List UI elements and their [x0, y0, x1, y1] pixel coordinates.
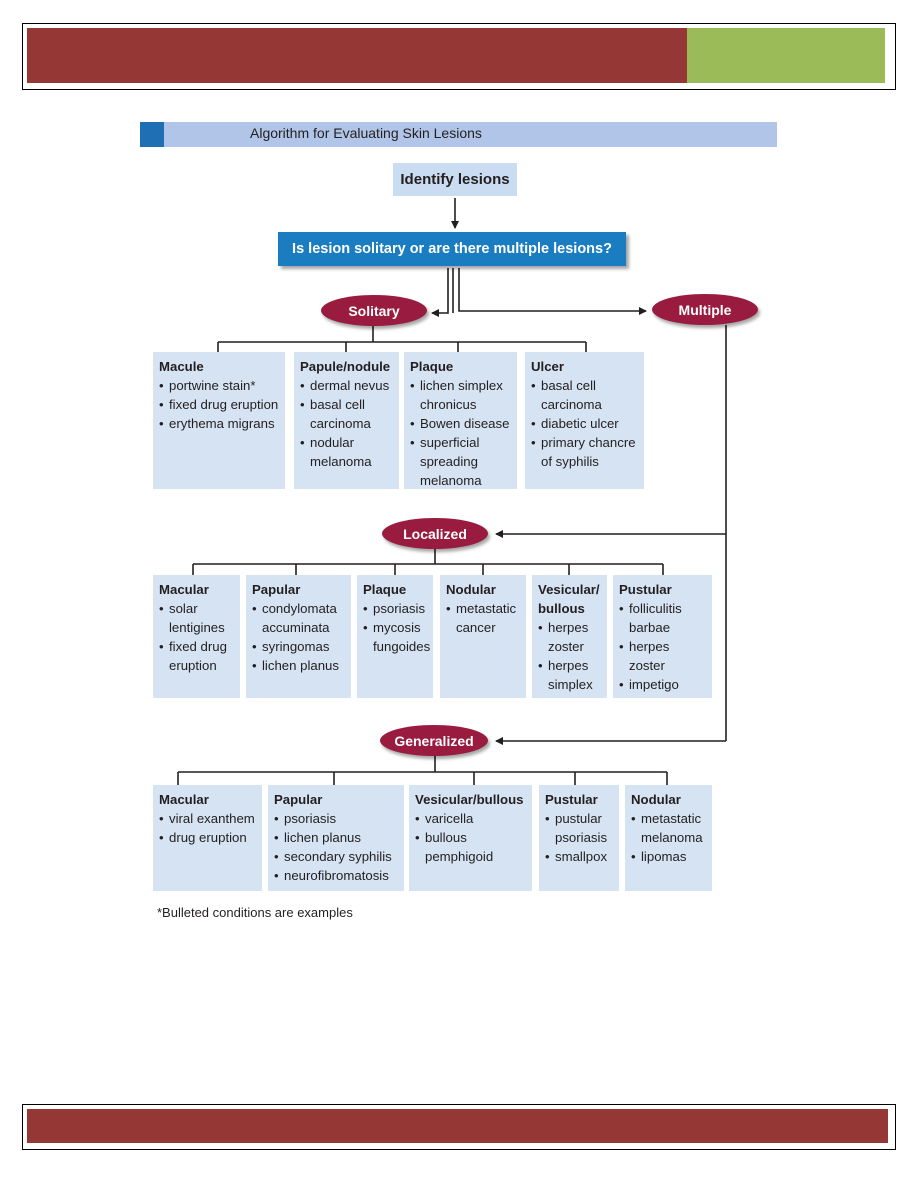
footnote: *Bulleted conditions are examples [157, 905, 353, 920]
header-green-bar [687, 28, 885, 83]
box-heading: Pustular [545, 792, 598, 807]
box-heading: Vesicular/bullous [415, 792, 524, 807]
diagram-title: Algorithm for Evaluating Skin Lesions [250, 125, 482, 141]
box-item: syringomas [252, 637, 345, 656]
box-item: viral exanthem [159, 809, 256, 828]
generalized-box-4: Pustular pustular psoriasissmallpox [539, 785, 619, 891]
box-item: lichen planus [252, 656, 345, 675]
box-item-list: solar lentiginesfixed drug eruption [159, 599, 234, 675]
box-item: herpes zoster [538, 618, 601, 656]
header-red-bar [27, 28, 687, 83]
identify-lesions-node: Identify lesions [393, 163, 517, 196]
box-item: psoriasis [363, 599, 427, 618]
box-heading: Papular [252, 582, 301, 597]
generalized-box-5: Nodular metastatic melanomalipomas [625, 785, 712, 891]
box-item-list: pustular psoriasissmallpox [545, 809, 613, 866]
box-item-list: viral exanthemdrug eruption [159, 809, 256, 847]
box-item: impetigo [619, 675, 706, 694]
box-item-list: dermal nevusbasal cell carcinomanodular … [300, 376, 393, 471]
box-item: portwine stain* [159, 376, 279, 395]
generalized-box-3: Vesicular/bullous varicellabullous pemphi… [409, 785, 532, 891]
box-item-list: basal cell carcinomadiabetic ulcerprimar… [531, 376, 638, 471]
box-item: herpes simplex [538, 656, 601, 694]
localized-box-5: Vesicular/ bullousherpes zosterherpes si… [532, 575, 607, 698]
localized-box-2: Papular condylomata accuminatasyringomasl… [246, 575, 351, 698]
box-heading: Papular [274, 792, 323, 807]
generalized-pill: Generalized [380, 725, 488, 756]
box-item: diabetic ulcer [531, 414, 638, 433]
box-item: varicella [415, 809, 526, 828]
box-item: metastatic melanoma [631, 809, 706, 847]
box-item: basal cell carcinoma [531, 376, 638, 414]
box-item-list: varicellabullous pemphigoid [415, 809, 526, 866]
box-item: solar lentigines [159, 599, 234, 637]
box-heading: Macule [159, 359, 204, 374]
arrow-question-to-multiple [458, 268, 647, 315]
box-item: mycosis fungoides [363, 618, 430, 656]
generalized-box-1: Macular viral exanthemdrug eruption [153, 785, 262, 891]
localized-box-6: Pustular folliculitis barbaeherpes zoster… [613, 575, 712, 698]
box-item: secondary syphilis [274, 847, 398, 866]
box-item: erythema migrans [159, 414, 279, 433]
box-heading: Nodular [446, 582, 496, 597]
box-item: smallpox [545, 847, 613, 866]
solitary-box-4: Ulcer basal cell carcinomadiabetic ulcerp… [525, 352, 644, 489]
box-item: folliculitis barbae [619, 599, 706, 637]
box-item: nodular melanoma [300, 433, 393, 471]
box-item-list: psoriasismycosis fungoides [363, 599, 430, 656]
multiple-pill: Multiple [652, 294, 758, 325]
localized-box-1: Macular solar lentiginesfixed drug erupti… [153, 575, 240, 698]
box-heading: Macular [159, 792, 209, 807]
box-item: psoriasis [274, 809, 398, 828]
box-item-list: portwine stain*fixed drug eruptionerythe… [159, 376, 279, 433]
box-heading: Papule/nodule [300, 359, 391, 374]
box-item-list: metastatic cancer [446, 599, 520, 637]
box-heading: Plaque [363, 582, 407, 597]
box-item: fixed drug eruption [159, 637, 234, 675]
box-item-list: psoriasislichen planussecondary syphilis… [274, 809, 398, 885]
box-item: basal cell carcinoma [300, 395, 393, 433]
box-item: condylomata accuminata [252, 599, 345, 637]
solitary-box-1: Macule portwine stain*fixed drug eruption… [153, 352, 285, 489]
box-heading: Nodular [631, 792, 681, 807]
diagram-title-marker [140, 122, 164, 147]
box-item: drug eruption [159, 828, 256, 847]
box-heading: Vesicular/ bullous [538, 582, 600, 616]
box-heading: Plaque [410, 359, 454, 374]
solitary-box-2: Papule/nodule dermal nevusbasal cell carc… [294, 352, 399, 489]
box-item: lichen planus [274, 828, 398, 847]
box-item-list: folliculitis barbaeherpes zosterimpetigo [619, 599, 706, 694]
solitary-pill: Solitary [321, 295, 427, 326]
box-item: lichen simplex chronicus [410, 376, 511, 414]
box-item-list: herpes zosterherpes simplex [538, 618, 601, 694]
box-item: herpes zoster [619, 637, 706, 675]
box-heading: Pustular [619, 582, 672, 597]
localized-box-3: Plaque psoriasismycosis fungoides [357, 575, 433, 698]
box-item-list: lichen simplex chronicusBowen diseasesup… [410, 376, 511, 490]
box-item: metastatic cancer [446, 599, 520, 637]
box-heading: Macular [159, 582, 209, 597]
box-item: dermal nevus [300, 376, 393, 395]
box-item: pustular psoriasis [545, 809, 613, 847]
localized-box-4: Nodular metastatic cancer [440, 575, 526, 698]
box-item-list: condylomata accuminatasyringomaslichen p… [252, 599, 345, 675]
generalized-box-2: Papular psoriasislichen planussecondary s… [268, 785, 404, 891]
box-heading: Ulcer [531, 359, 564, 374]
box-item: Bowen disease [410, 414, 511, 433]
box-item-list: metastatic melanomalipomas [631, 809, 706, 866]
box-item: neurofibromatosis [274, 866, 398, 885]
box-item: lipomas [631, 847, 706, 866]
solitary-or-multiple-question: Is lesion solitary or are there multiple… [278, 232, 626, 266]
box-item: primary chancre of syphilis [531, 433, 638, 471]
localized-pill: Localized [382, 518, 488, 549]
arrow-question-to-solitary [431, 268, 449, 317]
box-item: fixed drug eruption [159, 395, 279, 414]
solitary-box-3: Plaque lichen simplex chronicusBowen dise… [404, 352, 517, 489]
box-item: bullous pemphigoid [415, 828, 526, 866]
diagram-title-band [140, 122, 777, 147]
box-item: superficial spreading melanoma [410, 433, 511, 490]
footer-red-bar [27, 1109, 888, 1143]
